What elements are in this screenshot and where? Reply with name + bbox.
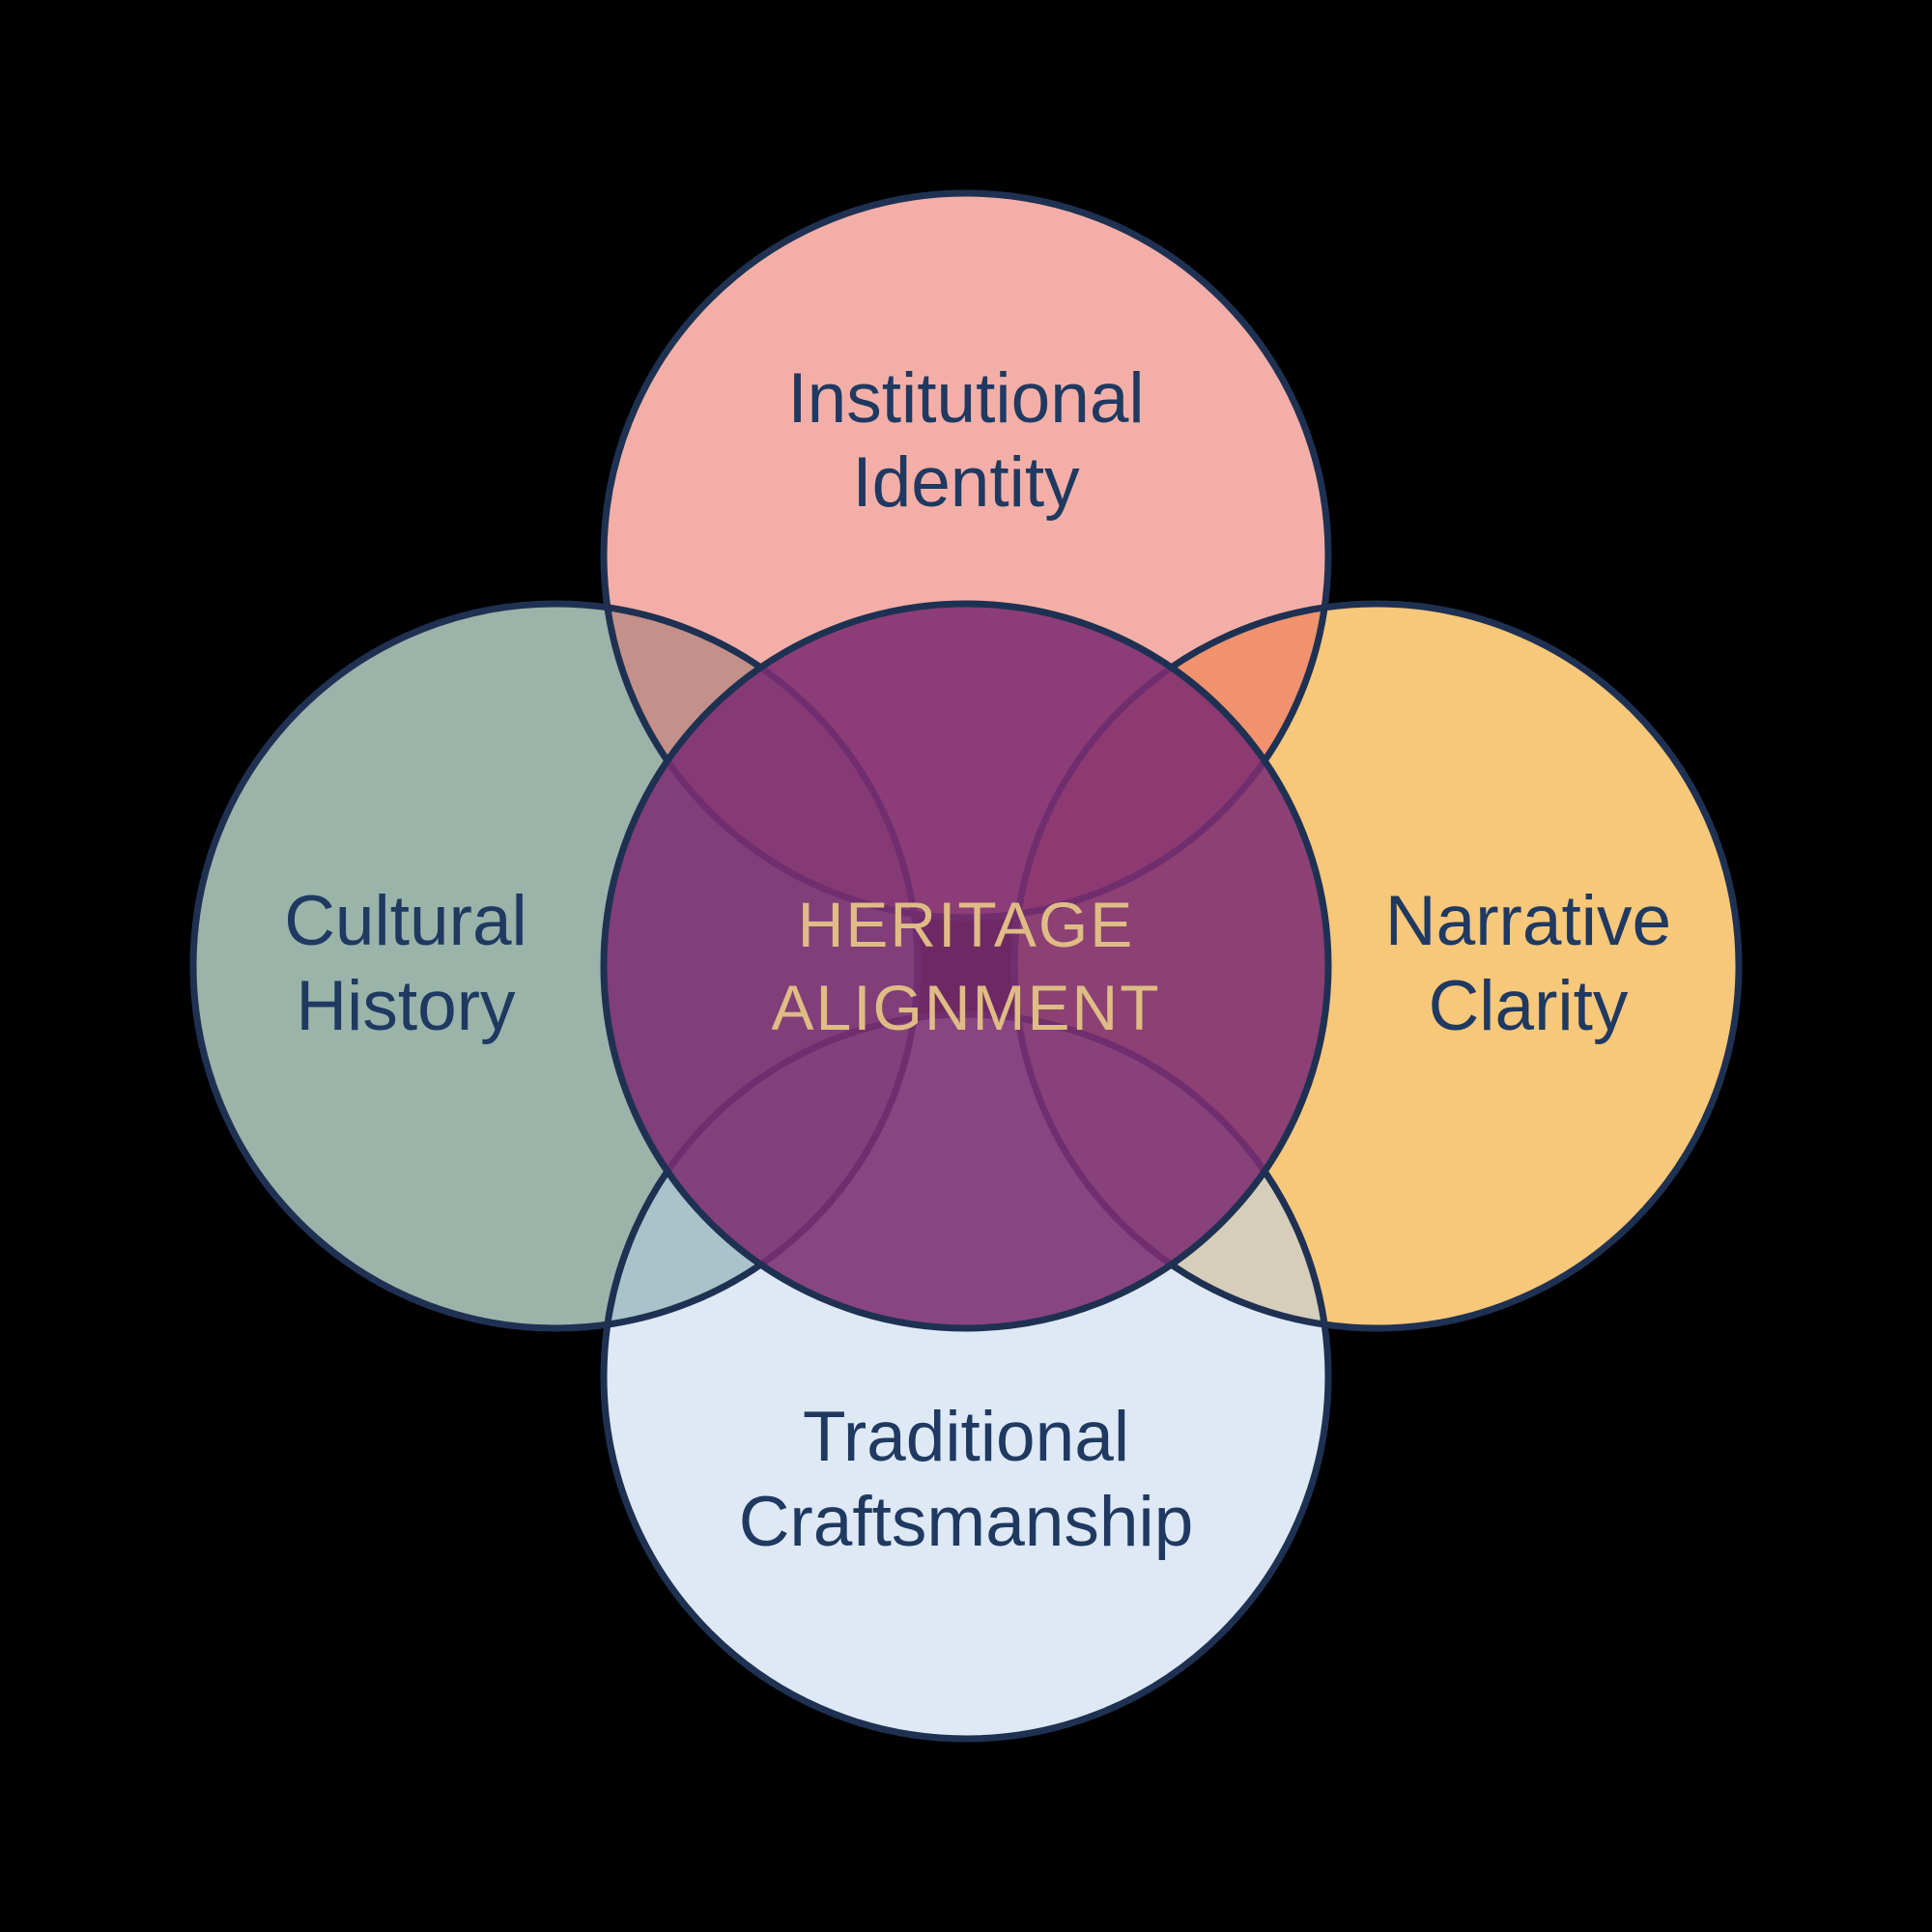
label-traditional: Traditional <box>803 1398 1129 1476</box>
label-history: History <box>296 967 516 1045</box>
center-label: HERITAGE ALIGNMENT <box>771 889 1160 1043</box>
label-heritage: HERITAGE <box>798 889 1134 960</box>
label-institutional: Institutional <box>787 359 1144 438</box>
circle-labels: Institutional Identity Cultural History … <box>284 359 1671 1561</box>
label-clarity: Clarity <box>1429 967 1629 1045</box>
outline-heritage-alignment-center <box>600 600 1332 1332</box>
circle-heritage-alignment-center <box>604 604 1328 1328</box>
label-craftsmanship: Craftsmanship <box>739 1483 1194 1561</box>
label-alignment: ALIGNMENT <box>771 972 1160 1043</box>
label-narrative: Narrative <box>1385 882 1671 960</box>
label-identity: Identity <box>852 443 1080 522</box>
label-cultural: Cultural <box>284 882 527 960</box>
